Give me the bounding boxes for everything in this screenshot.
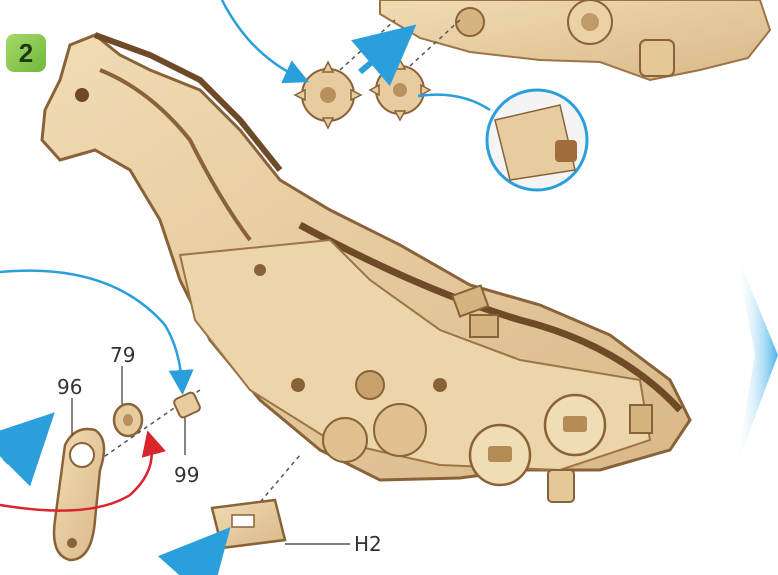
gear-left-icon [295,62,361,128]
part-label-99: 99 [174,463,199,487]
part-label-96: 96 [57,375,82,399]
part-label-h2: H2 [354,532,382,556]
blue-curve-arrow-left [0,271,182,385]
upper-mechanism [380,0,770,80]
blue-arrow-part-h2 [188,548,212,575]
part-99 [173,391,201,418]
detail-callout-line [418,95,490,110]
part-96 [54,429,104,560]
step-number-badge: 2 [6,34,46,72]
gear-right-icon [370,60,430,120]
blue-arrow-part-96 [5,432,35,462]
next-step-arrow-icon [735,250,778,470]
part-79 [114,404,142,436]
blue-curve-arrow-top [222,0,300,78]
part-label-79: 79 [110,343,135,367]
detail-magnifier [487,90,587,190]
part-h2 [212,500,285,548]
